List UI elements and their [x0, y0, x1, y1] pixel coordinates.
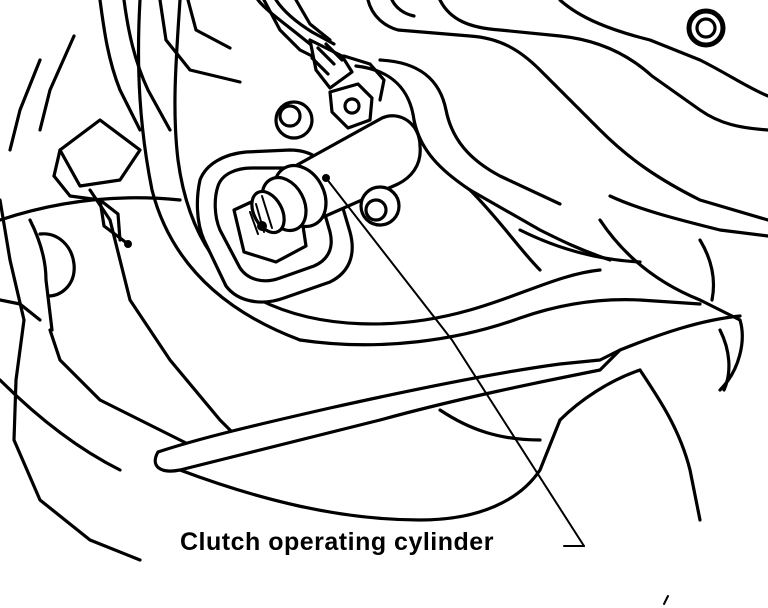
cylinder-mounting-bolt-lower — [359, 185, 401, 227]
left-housing-edges — [0, 188, 242, 562]
housing-hole-top-right — [686, 8, 726, 48]
hydraulic-line-fitting — [256, 0, 386, 130]
left-mounting-bracket — [52, 118, 142, 248]
callout-leader — [322, 174, 585, 547]
transmission-case-outline — [366, 0, 768, 392]
callout-label: Clutch operating cylinder — [180, 528, 494, 556]
stray-mark — [663, 595, 669, 605]
lower-flange — [0, 314, 742, 522]
clutch-operating-cylinder — [249, 114, 422, 235]
cylinder-mounting-bolt-upper — [274, 100, 314, 140]
